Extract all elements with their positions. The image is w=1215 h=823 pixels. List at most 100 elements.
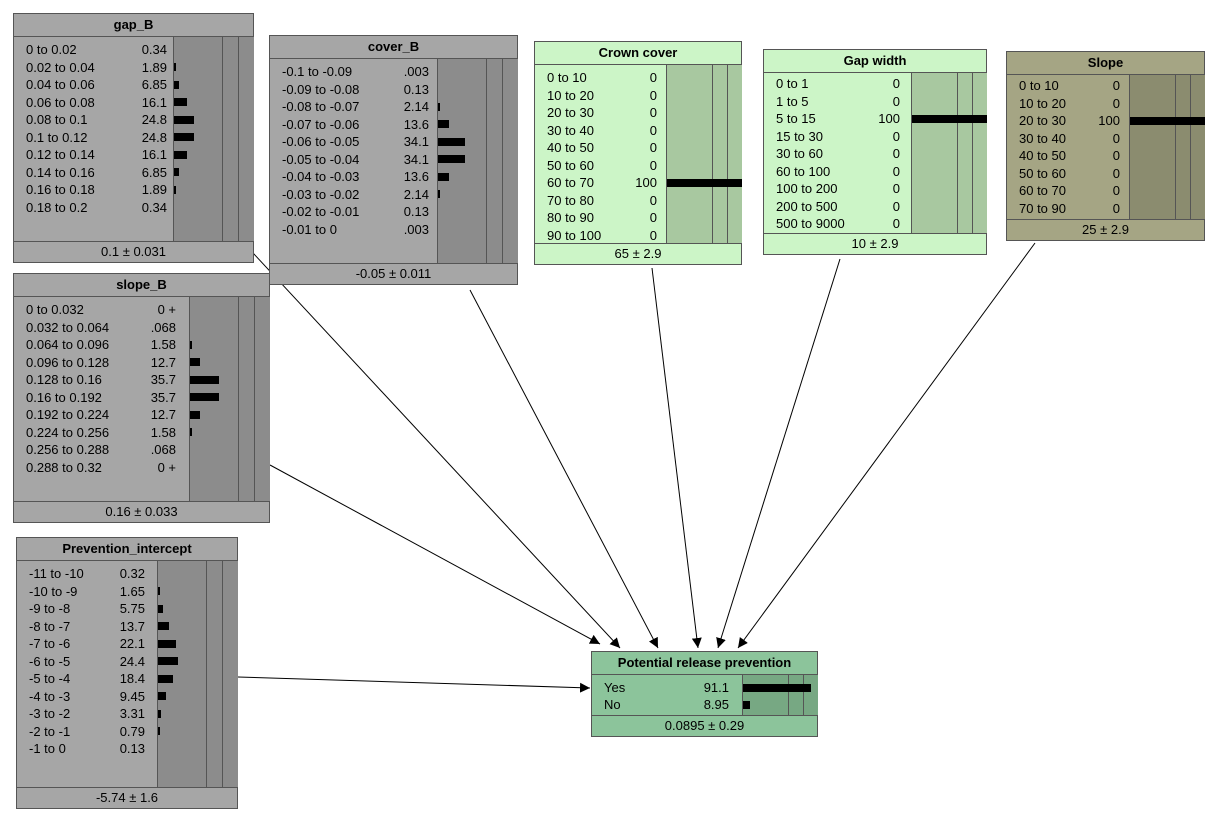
state-probability: 0: [892, 198, 900, 214]
state-row[interactable]: 0.032 to 0.064.068: [14, 319, 189, 336]
belief-bar: [743, 700, 750, 709]
state-label: 0 to 0.032: [26, 302, 84, 317]
state-probability: 91.1: [703, 680, 729, 695]
node-title: Potential release prevention: [592, 652, 817, 675]
state-probability: 0: [892, 128, 900, 144]
state-row[interactable]: -0.01 to 0.003: [270, 221, 437, 238]
state-probability: 34.1: [403, 151, 429, 167]
state-probability: 0.32: [119, 566, 145, 581]
state-label: -9 to -8: [29, 601, 71, 616]
state-label: 0.12 to 0.14: [26, 147, 95, 162]
node-footer: 0.16 ± 0.033: [105, 504, 178, 519]
state-probability: 0: [649, 140, 657, 155]
belief-bar: [190, 393, 219, 401]
belief-bar-pane: [157, 561, 238, 787]
state-probability: 24.4: [119, 653, 145, 669]
state-probability: 100: [878, 111, 900, 126]
state-row[interactable]: -0.1 to -0.09.003: [270, 63, 437, 80]
state-row[interactable]: 0.256 to 0.288.068: [14, 441, 189, 458]
link-intercept-to-prevention: [237, 676, 591, 693]
node-footer: 65 ± 2.9: [614, 246, 662, 261]
grid-line: [238, 297, 239, 501]
state-probability: 0.13: [403, 81, 429, 97]
state-label: 70 to 90: [1019, 200, 1066, 216]
belief-bar: [158, 674, 173, 683]
